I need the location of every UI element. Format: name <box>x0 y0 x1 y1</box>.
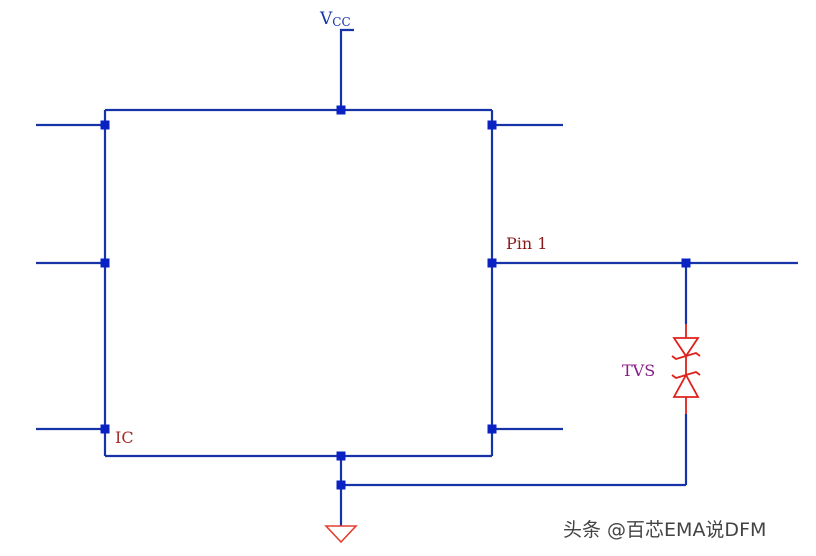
pin1-label: Pin 1 <box>506 234 547 253</box>
vcc-label: VCC <box>319 9 351 29</box>
tvs-label: TVS <box>622 361 655 380</box>
tvs-diode-symbol <box>671 324 701 414</box>
ground <box>324 456 358 544</box>
watermark: 头条 @百芯EMA说DFM <box>563 519 766 541</box>
node-left-middle <box>100 258 110 268</box>
node-right-top <box>487 120 497 130</box>
left-pins <box>36 123 105 431</box>
vcc-wire <box>339 28 354 110</box>
tvs-branch: TVS <box>341 263 701 487</box>
ic-body: IC <box>103 108 494 458</box>
node-ground-top <box>336 451 346 461</box>
node-left-top <box>100 120 110 130</box>
junction-nodes <box>100 105 691 490</box>
ic-label: IC <box>115 428 134 447</box>
node-pin1 <box>487 258 497 268</box>
node-vcc <box>336 105 346 115</box>
node-ground-junction <box>336 480 346 490</box>
node-left-bottom <box>100 424 110 434</box>
node-right-bottom <box>487 424 497 434</box>
vcc-rail: VCC <box>319 9 354 110</box>
node-tvs-top <box>681 258 691 268</box>
right-pins: Pin 1 <box>492 123 798 431</box>
ground-icon <box>324 525 358 544</box>
